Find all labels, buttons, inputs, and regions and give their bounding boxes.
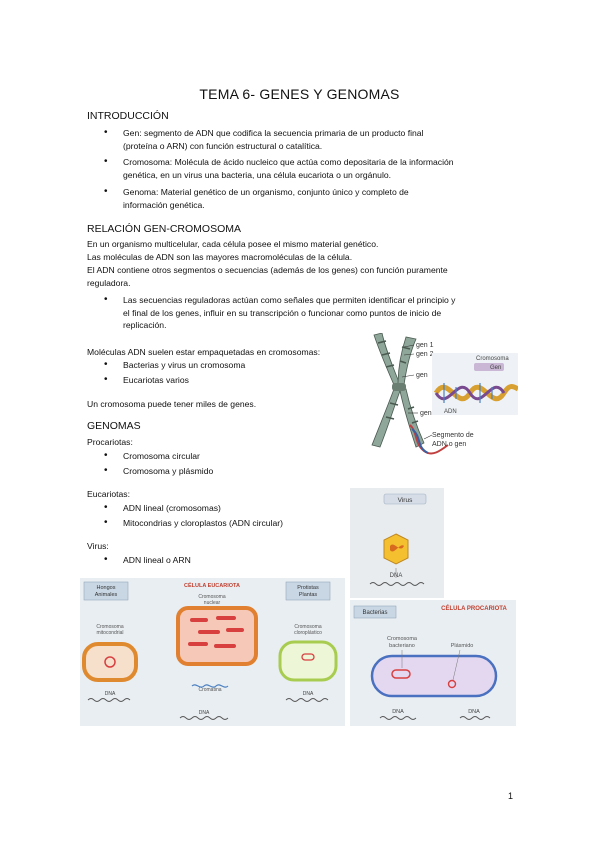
label-segmento: Segmento de [432, 432, 474, 439]
relacion-line: Las moléculas de ADN son las mayores mac… [87, 252, 353, 262]
mitochondrion [82, 642, 138, 682]
list-item: ADN lineal (cromosomas) [104, 502, 221, 515]
dna-label: DNA [303, 691, 314, 697]
cloro-label-1: Cromosoma [294, 624, 321, 630]
bacterias-label: Bacterias [362, 610, 387, 616]
cromatina-label: Cromatina [198, 687, 221, 693]
genomas-heading: GENOMAS [87, 420, 141, 432]
label-gen-a: gen [416, 372, 428, 379]
dna-strand [285, 698, 329, 702]
dna-label: DNA [105, 691, 116, 697]
prok-title: CÉLULA PROCARIOTA [441, 604, 507, 612]
virus-label: Virus: [87, 541, 109, 551]
dna-label: DNA [199, 710, 210, 716]
list-item: Cromosoma: Molécula de ácido nucleico qu… [104, 156, 454, 181]
label-adn-gen: ADN o gen [432, 441, 466, 448]
relacion-heading: RELACIÓN GEN-CROMOSOMA [87, 223, 242, 235]
eucariotas-label: Eucariotas: [87, 489, 130, 499]
list-item: Mitocondrias y cloroplastos (ADN circula… [104, 517, 283, 530]
list-item: Las secuencias reguladoras actúan como s… [104, 294, 456, 332]
label-gen-c: Gen [490, 365, 501, 371]
crom-bact-label-2: bacteriano [389, 643, 415, 649]
virus-label: Virus [398, 497, 413, 504]
dna-helix-panel [432, 353, 518, 415]
procariotas-label: Procariotas: [87, 437, 133, 447]
prokaryote-figure: Bacterias CÉLULA PROCARIOTA Cromosoma ba… [350, 600, 516, 726]
nuclear-label-1: Cromosoma [198, 594, 225, 600]
label-gen-b: gen [420, 410, 432, 417]
plasmid [447, 679, 457, 689]
label-gen2: gen 2 [416, 351, 434, 358]
hongos-label: Hongos [97, 585, 116, 591]
euk-title: CÉLULA EUCARIOTA [184, 581, 240, 589]
chromosome-x [371, 333, 449, 455]
cloro-label-2: cloroplástico [294, 630, 322, 636]
label-adn: ADN [444, 409, 457, 415]
relacion-line: El ADN contiene otros segmentos o secuen… [87, 265, 448, 275]
dna-strand [459, 716, 491, 720]
protistas-label: Protistas [297, 585, 319, 591]
bacterial-cell [370, 654, 498, 698]
list-item: Genoma: Material genético de un organism… [104, 186, 409, 211]
label-cromosoma: Cromosoma [476, 356, 509, 362]
list-item: Cromosoma y plásmido [104, 465, 213, 478]
plantas-label: Plantas [299, 592, 318, 598]
chromosome-figure: gen 1 gen 2 gen gen Segmento de ADN o ge… [352, 333, 518, 460]
list-item: Bacterias y virus un cromosoma [104, 359, 245, 372]
label-gen1: gen 1 [416, 342, 434, 349]
chloroplast [278, 640, 338, 682]
eukaryote-figure: Hongos Animales CÉLULA EUCARIOTA Protist… [80, 578, 345, 726]
nuclear-label-2: nuclear [204, 600, 221, 606]
animales-label: Animales [95, 592, 118, 598]
virus-genome [390, 544, 404, 552]
nuclear-chromosomes [188, 616, 244, 648]
dna-label: DNA [468, 709, 480, 715]
list-item: Cromosoma circular [104, 450, 200, 463]
dna-label: DNA [392, 709, 404, 715]
miles-text: Un cromosoma puede tener miles de genes. [87, 399, 257, 409]
list-item: Eucariotas varios [104, 374, 189, 387]
dna-strand [87, 698, 131, 702]
page-title: TEMA 6- GENES Y GENOMAS [199, 86, 400, 102]
dna-strand [379, 716, 417, 720]
bacterial-chromosome [391, 669, 411, 679]
dna-label: DNA [390, 573, 403, 579]
relacion-line: reguladora. [87, 278, 131, 288]
mito-label-1: Cromosoma [96, 624, 123, 630]
chromatin-strand [191, 684, 229, 688]
plasmido-label: Plásmido [451, 643, 474, 649]
page-number: 1 [507, 791, 513, 801]
relacion-line: En un organismo multicelular, cada célul… [87, 239, 379, 249]
mito-label-2: mitocondrial [97, 630, 124, 636]
empaquetadas-text: Moléculas ADN suelen estar empaquetadas … [87, 347, 321, 357]
dna-strand [179, 716, 229, 720]
list-item: ADN lineal o ARN [104, 554, 191, 567]
intro-heading: INTRODUCCIÓN [87, 110, 169, 122]
dna-strand [369, 582, 425, 586]
list-item: Gen: segmento de ADN que codifica la sec… [104, 127, 424, 152]
virus-figure: Virus DNA [350, 488, 444, 598]
crom-bact-label-1: Cromosoma [387, 636, 418, 642]
